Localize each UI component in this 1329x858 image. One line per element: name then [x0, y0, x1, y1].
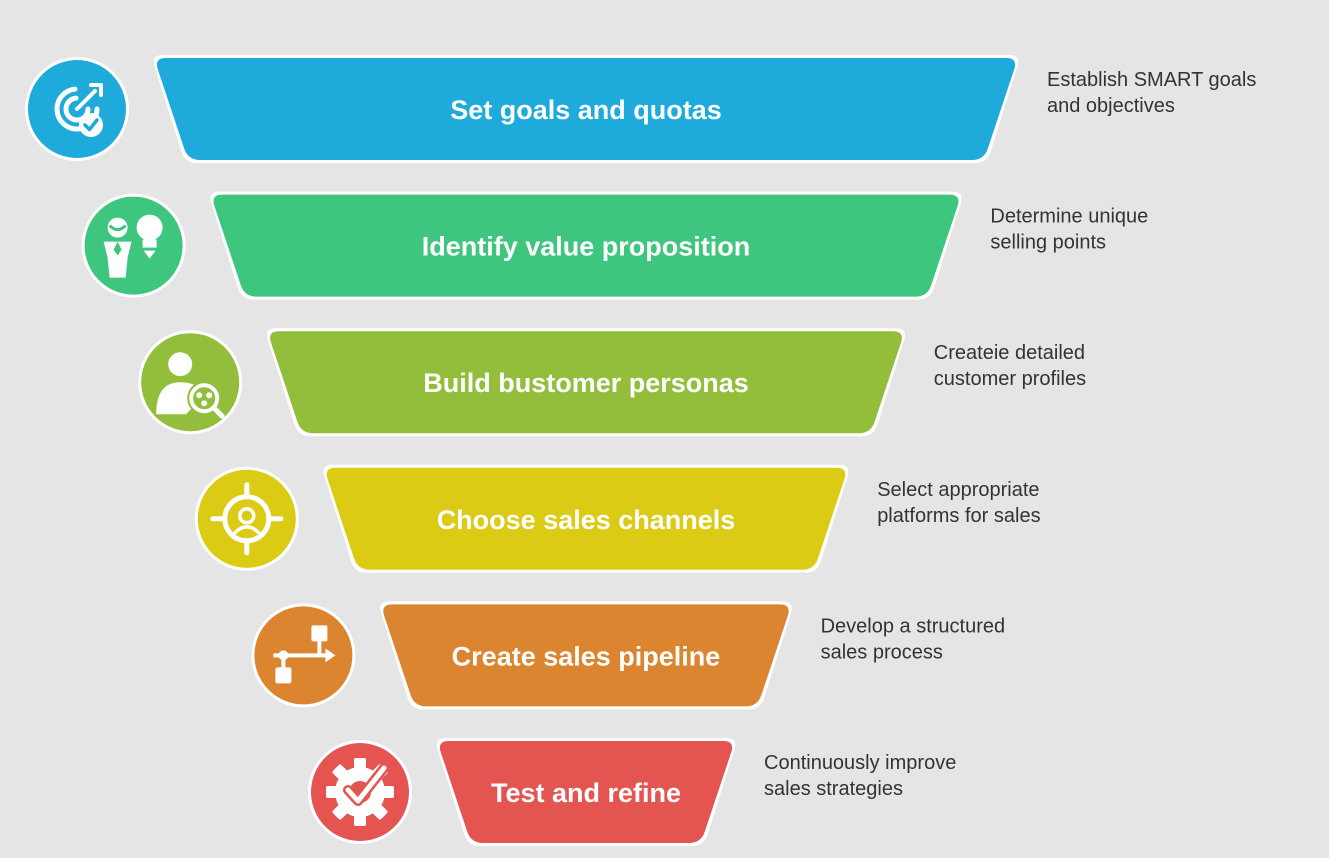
funnel-stage: Build bustomer personas Createie detailed…	[138, 328, 1086, 437]
stage-bar	[383, 604, 789, 707]
flowchart-icon	[251, 603, 356, 708]
stage-description-line: and objectives	[1047, 95, 1175, 117]
stage-label: Choose sales channels	[437, 505, 736, 535]
target-check-icon	[25, 57, 129, 161]
crosshair-person-icon	[194, 466, 299, 571]
person-lightbulb-icon	[81, 193, 186, 298]
stage-description-line: sales strategies	[764, 778, 903, 800]
stage-bar	[439, 741, 733, 843]
stage-label: Identify value proposition	[422, 232, 751, 262]
stage-description-line: Determine unique	[990, 206, 1148, 228]
stage-bar	[326, 467, 846, 570]
stage-bar	[156, 58, 1016, 160]
stage-description-line: Createie detailed	[934, 342, 1085, 364]
stage-bar	[213, 194, 959, 297]
stage-label: Test and refine	[491, 778, 681, 808]
funnel-stage: Test and refine Continuously improve sales…	[308, 738, 956, 846]
stage-description-line: platforms for sales	[877, 505, 1040, 527]
stage-description-line: selling points	[990, 232, 1106, 254]
user-search-icon	[138, 330, 243, 435]
stage-description-line: Continuously improve	[764, 752, 956, 774]
funnel-stage: Set goals and quotas Establish SMART goal…	[25, 55, 1256, 163]
stage-label: Set goals and quotas	[450, 95, 722, 125]
stage-bar	[270, 331, 902, 434]
funnel-stage: Choose sales channels Select appropriate p…	[194, 464, 1041, 573]
gear-check-icon	[308, 740, 412, 844]
stage-label: Create sales pipeline	[452, 641, 721, 671]
stage-description-line: Establish SMART goals	[1047, 69, 1256, 91]
stage-label: Build bustomer personas	[423, 368, 749, 398]
funnel-stage: Identify value proposition Determine uniq…	[81, 191, 1148, 300]
funnel-stage: Create sales pipeline Develop a structure…	[251, 601, 1006, 710]
stage-description-line: Select appropriate	[877, 479, 1039, 501]
stage-description-line: Develop a structured	[821, 615, 1006, 637]
stage-description-line: sales process	[821, 641, 943, 663]
stage-description-line: customer profiles	[934, 368, 1086, 390]
